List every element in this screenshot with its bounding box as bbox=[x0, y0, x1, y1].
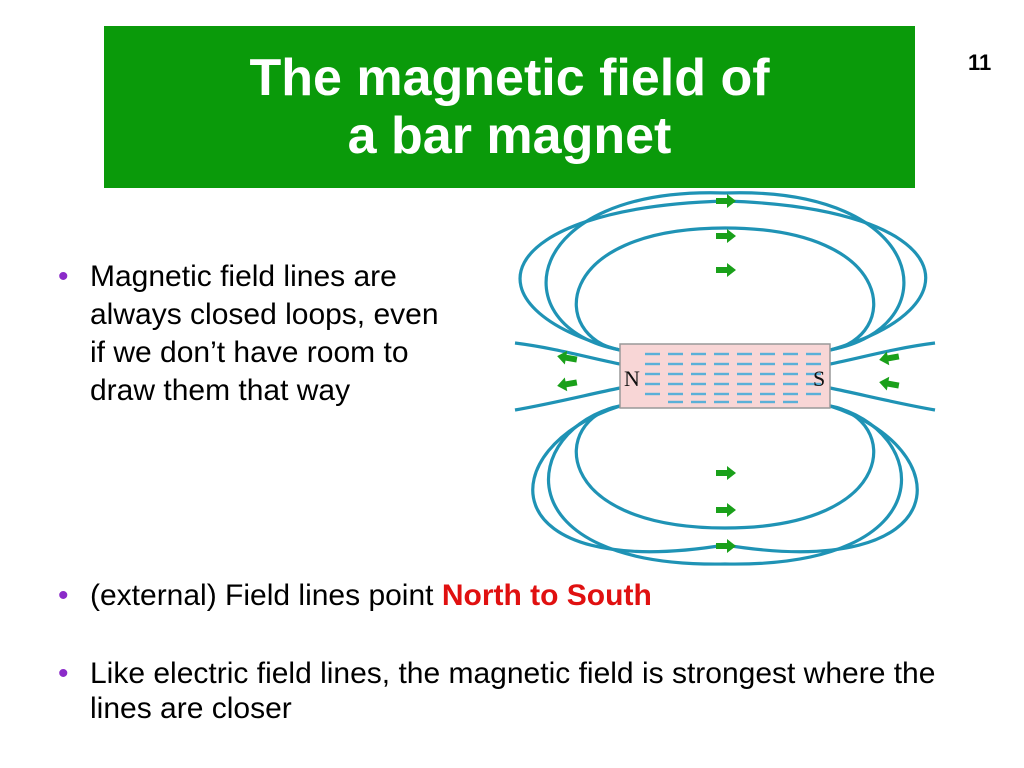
arrow-right-icon bbox=[716, 503, 736, 517]
bullet-text: (external) Field lines point bbox=[90, 579, 442, 612]
bullet-closed-loops: • Magnetic field lines are always closed… bbox=[58, 258, 450, 410]
field-line-right-lower bbox=[829, 386, 936, 412]
arrow-left-icon bbox=[877, 375, 901, 393]
field-line-left-upper bbox=[514, 341, 621, 366]
arrow-right-icon bbox=[716, 229, 736, 243]
field-line-left-lower bbox=[514, 386, 621, 412]
field-line-bottom-inner bbox=[574, 404, 876, 530]
arrow-right-icon bbox=[716, 263, 736, 277]
slide-number: 11 bbox=[968, 50, 992, 75]
arrow-left-icon bbox=[555, 375, 579, 393]
slide-title-line-1: The magnetic field of bbox=[249, 49, 770, 107]
bullet-dot: • bbox=[58, 579, 69, 612]
bullet-text: Magnetic field lines are always closed l… bbox=[90, 260, 439, 407]
bullet-text: Like electric field lines, the magnetic … bbox=[90, 657, 936, 725]
field-line-top-inner bbox=[574, 226, 876, 352]
slide-title-box: The magnetic field of a bar magnet bbox=[104, 26, 915, 188]
bullet-dot: • bbox=[58, 260, 69, 293]
field-line-bottom-middle bbox=[547, 404, 903, 566]
bullet-dot: • bbox=[58, 657, 69, 690]
field-line-bottom-outer bbox=[531, 404, 919, 554]
arrow-right-icon bbox=[716, 466, 736, 480]
arrow-right-icon bbox=[716, 539, 736, 553]
field-line-top-middle bbox=[544, 191, 906, 352]
bullet-north-to-south: • (external) Field lines point North to … bbox=[58, 578, 950, 613]
south-pole-label: S bbox=[813, 366, 825, 391]
field-line-right-upper bbox=[829, 341, 936, 366]
bullet-highlight: North to South bbox=[441, 579, 652, 612]
bar-magnet-field-diagram: N S bbox=[514, 191, 936, 566]
bar-magnet: N S bbox=[619, 343, 831, 409]
arrow-right-icon bbox=[716, 194, 736, 208]
north-pole-label: N bbox=[624, 366, 640, 391]
slide-title-line-2: a bar magnet bbox=[347, 107, 672, 165]
bullet-field-strength: • Like electric field lines, the magneti… bbox=[58, 656, 990, 726]
magnet-domain-stripes bbox=[645, 352, 821, 404]
